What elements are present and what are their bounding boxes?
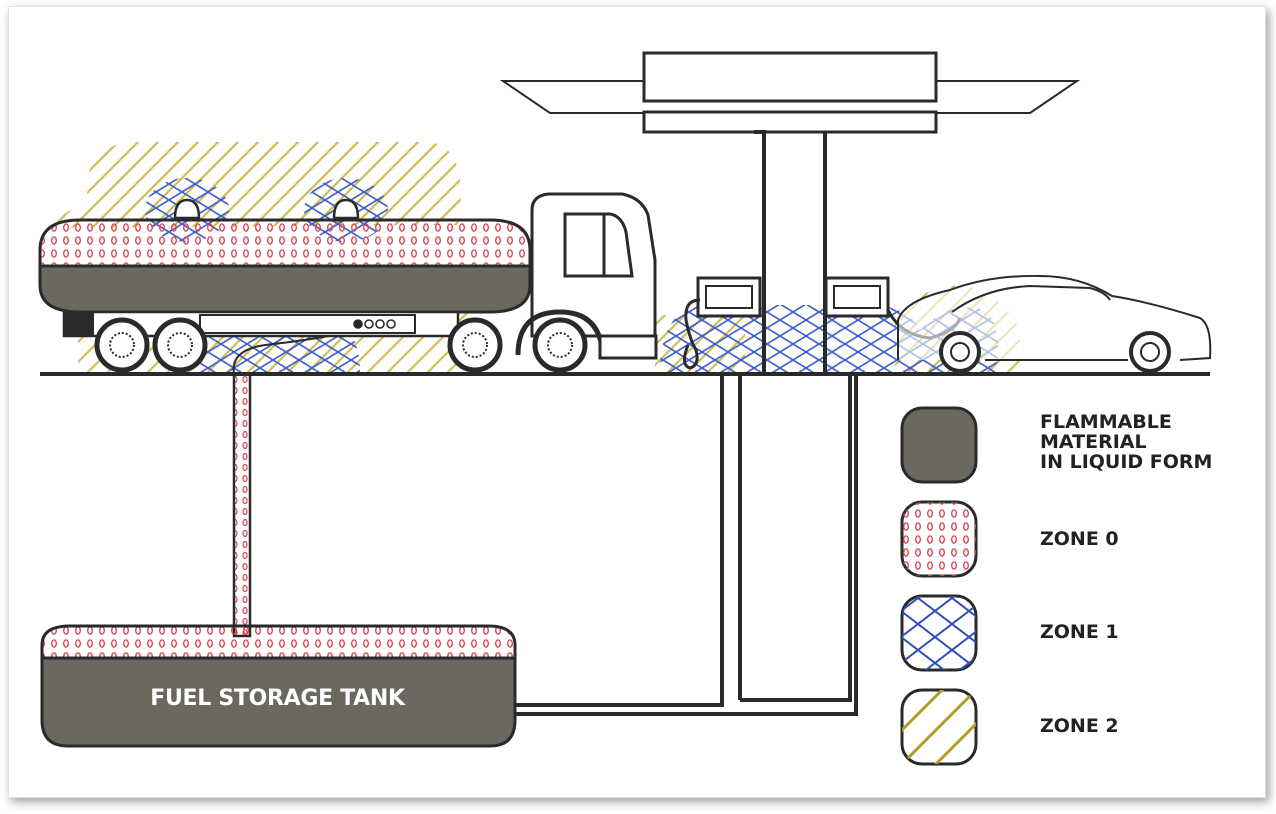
tanker-valve-box: [199, 314, 416, 334]
canopy-beam: [642, 110, 938, 134]
legend-label-zone0: ZONE 0: [1040, 528, 1119, 550]
fuel-canopy: [499, 51, 1081, 374]
fuel-storage-tank: [40, 624, 517, 748]
truck-cab-window: [563, 212, 634, 278]
pipe-pump-right: [515, 374, 858, 716]
truck-fender: [515, 309, 606, 356]
legend-swatch-liquid: [900, 406, 978, 484]
car: [897, 274, 1212, 373]
storage-tank-liquid: [40, 656, 517, 748]
pipe-pump-left: [515, 374, 724, 707]
fill-pipe: [232, 332, 346, 638]
fuel-storage-tank-label: FUEL STORAGE TANK: [150, 686, 405, 711]
storage-tank-vapour: [40, 624, 517, 662]
legend-label-zone2: ZONE 2: [1040, 715, 1119, 737]
tank-dome-left: [173, 198, 201, 220]
pipe-pump-right-inner: [740, 374, 852, 702]
fuel-pumps: [683, 276, 962, 370]
zone2-area-tanker: [40, 142, 461, 228]
underground-pipes: [515, 374, 858, 716]
truck-front-bumper: [598, 334, 658, 360]
car-wheel-rear: [939, 331, 981, 373]
car-window: [951, 284, 1111, 313]
tanker-liquid: [38, 264, 532, 314]
legend-label-liquid: FLAMMABLE MATERIAL IN LIQUID FORM: [1040, 411, 1213, 473]
tanker-valves: [353, 319, 396, 329]
canopy-column: [754, 130, 827, 374]
canopy-sign: [642, 51, 938, 103]
tanker-wheels: [94, 317, 588, 373]
legend-label-zone1: ZONE 1: [1040, 621, 1119, 643]
tanker-truck: [38, 192, 658, 373]
car-wheel-front: [1129, 331, 1171, 373]
tank-dome-right: [332, 198, 360, 220]
tanker-bumper: [64, 312, 94, 336]
tanker-vapour: [38, 218, 532, 270]
pump-left-hose: [683, 298, 701, 370]
legend-swatches: [900, 406, 978, 766]
